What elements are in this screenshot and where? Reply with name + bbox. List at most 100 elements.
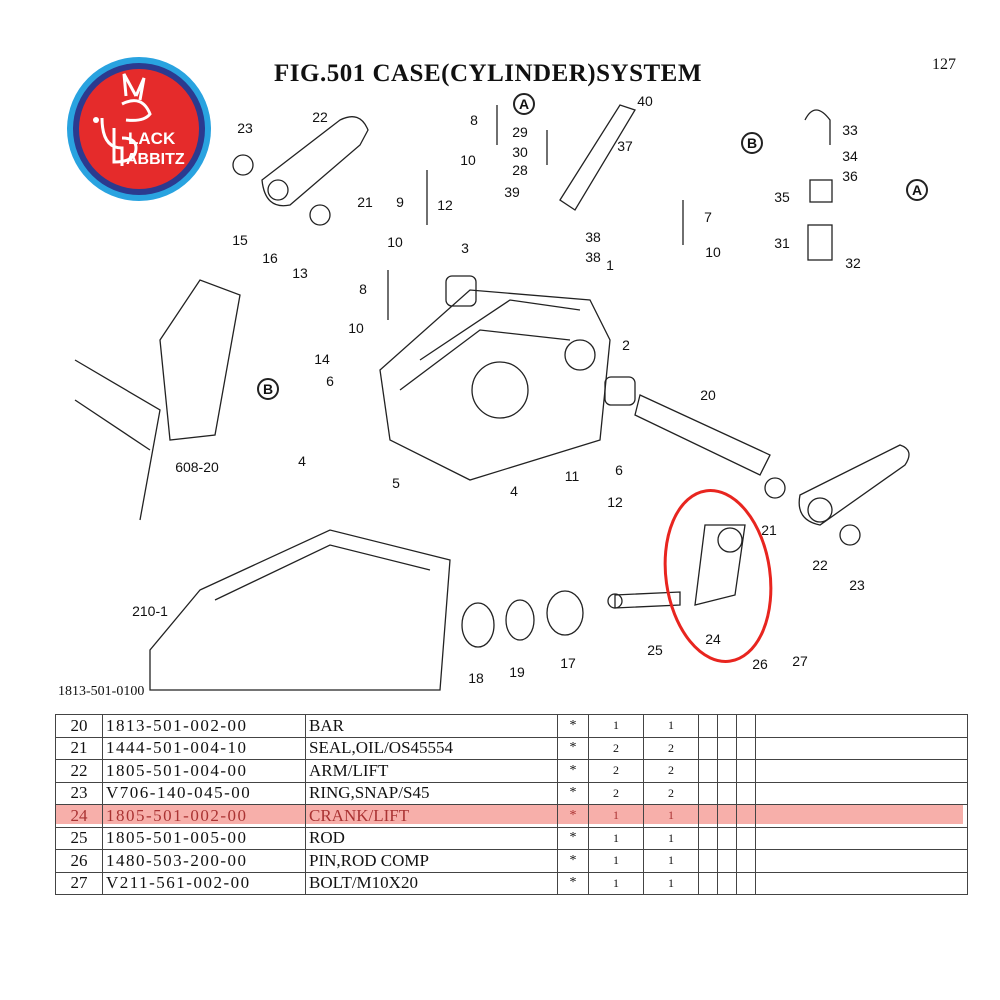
cell-no: 22 — [55, 759, 103, 783]
cell-mark: * — [557, 871, 589, 895]
callout-37: 37 — [617, 138, 633, 154]
page-title: FIG.501 CASE(CYLINDER)SYSTEM — [274, 60, 702, 87]
callout-23: 23 — [849, 577, 865, 593]
cell-empty — [755, 849, 968, 873]
callout-17: 17 — [560, 655, 576, 671]
logo-text-line1: LACK — [128, 129, 176, 148]
cell-empty — [755, 759, 968, 783]
cell-empty — [698, 871, 718, 895]
cell-q2: 2 — [643, 736, 699, 760]
cell-no: 24 — [55, 804, 103, 828]
callout-7: 7 — [704, 209, 712, 225]
cell-mark: * — [557, 804, 589, 828]
cell-mark: * — [557, 781, 589, 805]
callout-21: 21 — [357, 194, 373, 210]
callout-32: 32 — [845, 255, 861, 271]
cell-part: V211-561-002-00 — [102, 871, 306, 895]
cell-q1: 2 — [588, 736, 644, 760]
cell-desc: BAR — [305, 714, 558, 738]
cell-mark: * — [557, 714, 589, 738]
cell-q2: 1 — [643, 714, 699, 738]
callout-14: 14 — [314, 351, 330, 367]
callout-608-20: 608-20 — [175, 459, 219, 475]
ref-marker-B: B — [741, 132, 763, 154]
cell-empty — [698, 714, 718, 738]
ref-marker-A: A — [513, 93, 535, 115]
cell-empty — [717, 759, 737, 783]
callout-10: 10 — [387, 234, 403, 250]
callout-25: 25 — [647, 642, 663, 658]
cell-mark: * — [557, 826, 589, 850]
cell-empty — [755, 871, 968, 895]
black-rabbitz-logo: LACK ABBITZ — [67, 57, 211, 201]
callout-8: 8 — [470, 112, 478, 128]
cell-q1: 1 — [588, 871, 644, 895]
callout-8: 8 — [359, 281, 367, 297]
cell-part: V706-140-045-00 — [102, 781, 306, 805]
cell-empty — [736, 714, 756, 738]
callout-10: 10 — [460, 152, 476, 168]
cell-empty — [736, 759, 756, 783]
cell-empty — [755, 714, 968, 738]
highlight-circle — [663, 489, 773, 663]
cell-empty — [736, 849, 756, 873]
callout-35: 35 — [774, 189, 790, 205]
callout-15: 15 — [232, 232, 248, 248]
callout-19: 19 — [509, 664, 525, 680]
page-number: 127 — [932, 56, 956, 73]
cell-part: 1805-501-002-00 — [102, 804, 306, 828]
callout-26: 26 — [752, 656, 768, 672]
ref-marker-A: A — [906, 179, 928, 201]
cell-part: 1813-501-002-00 — [102, 714, 306, 738]
callout-18: 18 — [468, 670, 484, 686]
svg-text:A: A — [519, 96, 529, 112]
logo-text-line2: ABBITZ — [126, 151, 185, 168]
cell-empty — [717, 826, 737, 850]
callout-10: 10 — [348, 320, 364, 336]
cell-desc: CRANK/LIFT — [305, 804, 558, 828]
cell-q2: 1 — [643, 826, 699, 850]
callout-4: 4 — [510, 483, 518, 499]
cell-no: 25 — [55, 826, 103, 850]
callout-210-1: 210-1 — [132, 603, 168, 619]
cell-empty — [717, 849, 737, 873]
ref-marker-B: B — [257, 378, 279, 400]
callout-27: 27 — [792, 653, 808, 669]
callout-11: 11 — [565, 468, 580, 484]
callout-13: 13 — [292, 265, 308, 281]
callout-4: 4 — [298, 453, 306, 469]
cell-q2: 2 — [643, 781, 699, 805]
cell-no: 21 — [55, 736, 103, 760]
svg-text:A: A — [912, 182, 922, 198]
cell-empty — [755, 826, 968, 850]
cell-empty — [736, 804, 756, 828]
cell-mark: * — [557, 736, 589, 760]
cell-empty — [698, 849, 718, 873]
cell-no: 26 — [55, 849, 103, 873]
callout-38: 38 — [585, 249, 601, 265]
cell-q2: 1 — [643, 849, 699, 873]
callout-1: 1 — [606, 257, 614, 273]
callout-21: 21 — [761, 522, 777, 538]
reference-markers: A A B B — [257, 93, 928, 400]
callout-22: 22 — [812, 557, 828, 573]
callout-30: 30 — [512, 144, 528, 160]
callout-6: 6 — [326, 373, 334, 389]
callout-39: 39 — [504, 184, 520, 200]
cell-q2: 1 — [643, 871, 699, 895]
cell-empty — [717, 736, 737, 760]
cell-desc: ARM/LIFT — [305, 759, 558, 783]
cell-q1: 1 — [588, 714, 644, 738]
cell-empty — [717, 714, 737, 738]
cell-empty — [717, 804, 737, 828]
callout-20: 20 — [700, 387, 716, 403]
figure-reference: 1813-501-0100 — [58, 684, 145, 699]
